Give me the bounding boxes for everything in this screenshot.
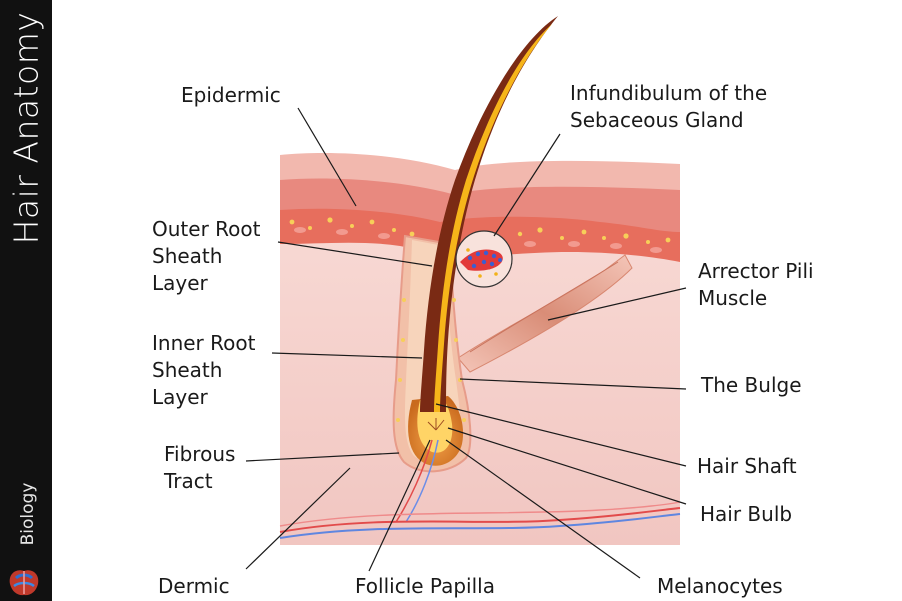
- biology-logo-icon: [9, 570, 39, 596]
- label-fibrous-line1: Fibrous: [164, 442, 236, 466]
- label-inner-root-line1: Inner Root: [152, 331, 256, 355]
- sebaceous-gland-callout: [455, 230, 513, 288]
- arrector-pili-muscle: [457, 254, 633, 373]
- label-inner-root-line2: Sheath: [152, 358, 223, 382]
- label-inner-root-sheath: Inner Root Sheath Layer: [152, 330, 255, 411]
- label-arrector-pili: Arrector Pili Muscle: [698, 258, 814, 312]
- label-dermic: Dermic: [158, 574, 230, 598]
- label-outer-root-sheath: Outer Root Sheath Layer: [152, 216, 260, 297]
- label-fibrous-line2: Tract: [164, 469, 213, 493]
- label-infundibulum: Infundibulum of the Sebaceous Gland: [570, 80, 767, 134]
- epidermis-cells: [289, 217, 671, 244]
- label-infundibulum-line1: Infundibulum of the: [570, 81, 768, 105]
- label-hair-bulb: Hair Bulb: [700, 502, 793, 526]
- hair-shaft: [420, 16, 558, 412]
- label-outer-root-line1: Outer Root: [152, 217, 261, 241]
- label-arrector-line1: Arrector Pili: [698, 259, 814, 283]
- label-infundibulum-line2: Sebaceous Gland: [570, 108, 744, 132]
- label-follicle-papilla: Follicle Papilla: [355, 574, 495, 598]
- label-outer-root-line3: Layer: [152, 271, 208, 295]
- epidermis-cell-outlines: [294, 227, 662, 253]
- label-fibrous-tract: Fibrous Tract: [164, 441, 235, 495]
- label-epidermic: Epidermic: [181, 83, 281, 107]
- label-inner-root-line3: Layer: [152, 385, 208, 409]
- label-outer-root-line2: Sheath: [152, 244, 223, 268]
- label-arrector-line2: Muscle: [698, 286, 768, 310]
- leader-lines: [245, 107, 687, 579]
- blood-vessels: [279, 501, 681, 539]
- label-melanocytes: Melanocytes: [657, 574, 783, 598]
- follicle-cells: [396, 298, 466, 422]
- sidebar: Hair Anatomy Biology: [0, 0, 52, 601]
- label-bulge: The Bulge: [701, 373, 802, 397]
- label-hair-shaft: Hair Shaft: [697, 454, 797, 478]
